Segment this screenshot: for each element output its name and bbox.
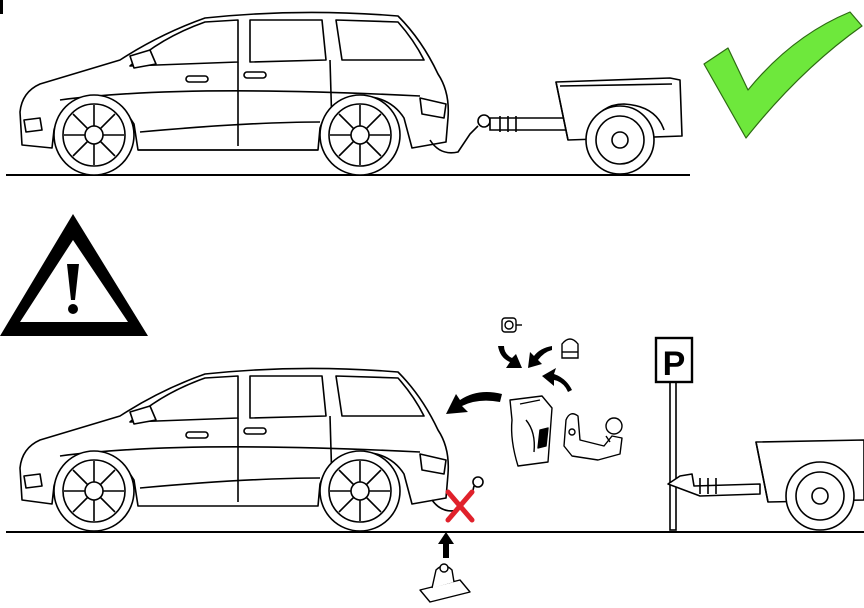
- knob-part: [502, 318, 522, 332]
- storage-bag-part: [510, 396, 552, 466]
- arrow-up-icon: [438, 532, 454, 558]
- checkmark-icon: [704, 12, 862, 138]
- parked-trailer: [668, 440, 864, 530]
- parking-sign-icon: P: [656, 338, 692, 530]
- socket-cover-part: [420, 564, 470, 602]
- warning-triangle-icon: [0, 214, 148, 336]
- tow-ball-part: [564, 414, 622, 460]
- arrow-icon: [446, 346, 572, 414]
- bottom-scene: P: [0, 214, 864, 602]
- ball-cap-part: [562, 339, 578, 358]
- corner-marker: [0, 0, 3, 14]
- bottom-car: [20, 368, 448, 531]
- parking-sign-letter: P: [663, 345, 686, 383]
- top-scene: [0, 0, 862, 175]
- top-car: [20, 12, 448, 175]
- cross-icon: [448, 492, 472, 520]
- top-tow-hitch: [430, 115, 570, 153]
- top-trailer: [556, 78, 682, 174]
